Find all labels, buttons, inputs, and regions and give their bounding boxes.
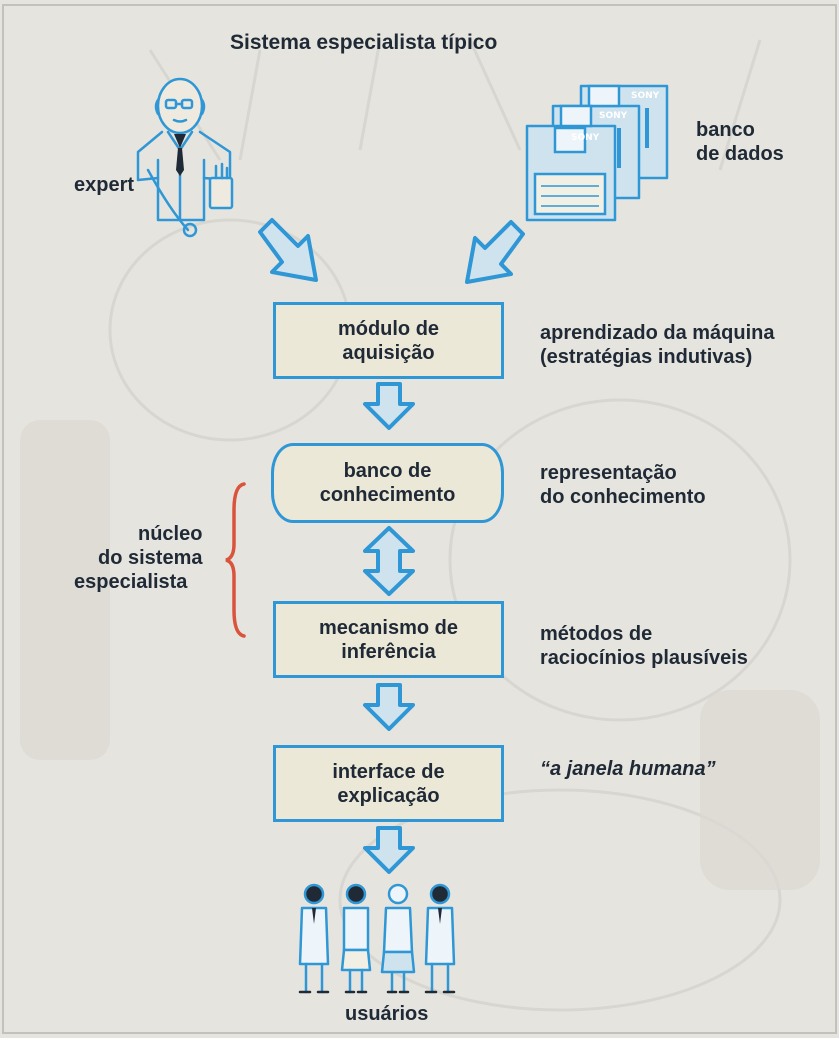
bidirectional-arrow [363,526,415,596]
knowledge-note-line1: representação [540,462,677,484]
expert-icon [136,77,234,238]
acquisition-note-line1: aprendizado da máquina [540,322,775,344]
diagram-title: Sistema especialista típico [230,31,498,54]
core-label-line2: do sistema [98,547,203,569]
core-bracket [225,482,246,638]
knowledge-base-line2: conhecimento [319,484,456,506]
explanation-interface-box: interface de explicação [273,745,504,822]
floppy-disks-icon: SONY SONY SONY [525,84,669,222]
users-icon [298,883,456,994]
expert-label: expert [74,174,135,196]
users-label: usuários [345,1003,429,1025]
acquisition-line1: módulo de [337,317,440,340]
knowledge-note-line2: do conhecimento [540,486,706,508]
core-label-line1: núcleo [138,523,203,545]
svg-text:SONY: SONY [631,91,660,101]
explanation-note: “a janela humana” [540,758,716,780]
acquisition-module-box: módulo de aquisição [273,302,504,379]
explanation-line2: explicação [337,784,440,807]
down-arrow-2 [363,683,415,731]
knowledge-base-box: banco de conhecimento [271,443,504,523]
page-frame [2,4,837,1034]
database-label-line1: banco [696,119,755,141]
inference-note-line1: métodos de [540,623,653,645]
inference-line1: mecanismo de [319,616,458,639]
knowledge-base-line1: banco de [343,460,432,482]
inference-line2: inferência [341,640,436,663]
down-arrow-1 [363,382,415,430]
core-label-line3: especialista [74,571,188,593]
svg-text:SONY: SONY [599,111,628,121]
inference-note-line2: raciocínios plausíveis [540,647,748,669]
svg-text:SONY: SONY [571,133,600,143]
acquisition-line2: aquisição [342,341,435,364]
acquisition-note-line2: (estratégias indutivas) [540,346,753,368]
down-arrow-3 [363,826,415,874]
database-to-acquisition-arrow [465,220,525,284]
inference-engine-box: mecanismo de inferência [273,601,504,678]
database-label-line2: de dados [696,143,784,165]
expert-to-acquisition-arrow [258,218,318,282]
explanation-line1: interface de [332,760,445,783]
